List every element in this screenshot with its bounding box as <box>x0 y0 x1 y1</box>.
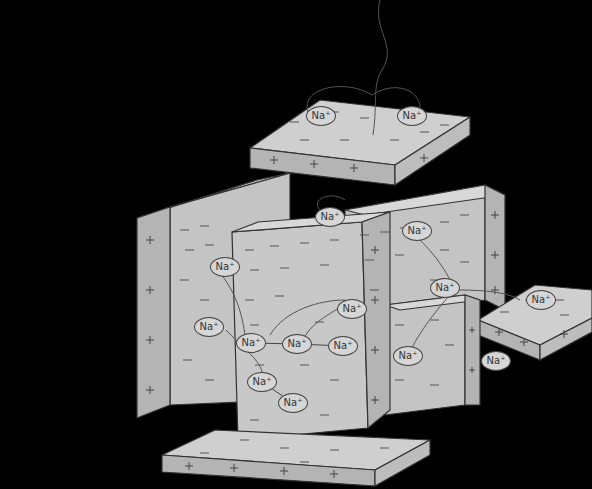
sodium-ion-circle: Na⁺ <box>328 336 358 356</box>
positive-charge-marks <box>146 154 568 478</box>
ion-label: Na⁺ <box>436 283 455 293</box>
sodium-ion-circle: Na⁺ <box>315 207 345 227</box>
ion-label: Na⁺ <box>200 322 219 332</box>
sodium-ion-circle: Na⁺ <box>402 221 432 241</box>
plate-edge <box>395 117 470 185</box>
bond-lines <box>212 0 520 372</box>
plate-edge <box>540 318 592 360</box>
ion-label: Na⁺ <box>216 262 235 272</box>
negative-charge-marks <box>180 112 569 462</box>
ion-label: Na⁺ <box>242 338 261 348</box>
sodium-ion-circle: Na⁺ <box>337 299 367 319</box>
sodium-ion-circle: Na⁺ <box>278 393 308 413</box>
ion-label: Na⁺ <box>253 377 272 387</box>
bond-connector <box>312 344 328 346</box>
bond-line <box>266 343 282 344</box>
ion-label: Na⁺ <box>284 398 303 408</box>
sodium-ion-circle: Na⁺ <box>393 346 423 366</box>
ion-label: Na⁺ <box>321 212 340 222</box>
sodium-ion-circle: Na⁺ <box>397 106 427 126</box>
plate-face <box>385 295 465 415</box>
plate-edge <box>162 455 375 486</box>
plate-edge <box>137 207 170 418</box>
sodium-ion-circle: Na⁺ <box>430 278 460 298</box>
ion-label: Na⁺ <box>403 111 422 121</box>
bond-line <box>273 389 283 396</box>
sodium-ion-circle: Na⁺ <box>247 372 277 392</box>
plate-edge <box>465 295 480 405</box>
bond-line <box>312 344 328 346</box>
ion-label: Na⁺ <box>408 226 427 236</box>
ion-label: Na⁺ <box>487 356 506 366</box>
bond-connector <box>266 343 282 344</box>
sodium-ion-circle: Na⁺ <box>210 257 240 277</box>
ion-label: Na⁺ <box>399 351 418 361</box>
sodium-ion-circle: Na⁺ <box>306 106 336 126</box>
sodium-ion-circle: Na⁺ <box>194 317 224 337</box>
sodium-ion-circle: Na⁺ <box>282 334 312 354</box>
ion-label: Na⁺ <box>532 295 551 305</box>
ion-label: Na⁺ <box>334 341 353 351</box>
plate-edge <box>375 440 430 486</box>
plate-edge <box>362 212 390 428</box>
bond-connector <box>273 389 283 396</box>
sodium-ion-circle: Na⁺ <box>526 290 556 310</box>
ion-label: Na⁺ <box>288 339 307 349</box>
plate-edge <box>250 148 395 185</box>
ion-label: Na⁺ <box>312 111 331 121</box>
plate-edge <box>345 185 505 215</box>
sodium-ion-circle: Na⁺ <box>236 333 266 353</box>
ion-label: Na⁺ <box>343 304 362 314</box>
plate-face <box>232 222 368 440</box>
sodium-ion-circle: Na⁺ <box>481 351 511 371</box>
